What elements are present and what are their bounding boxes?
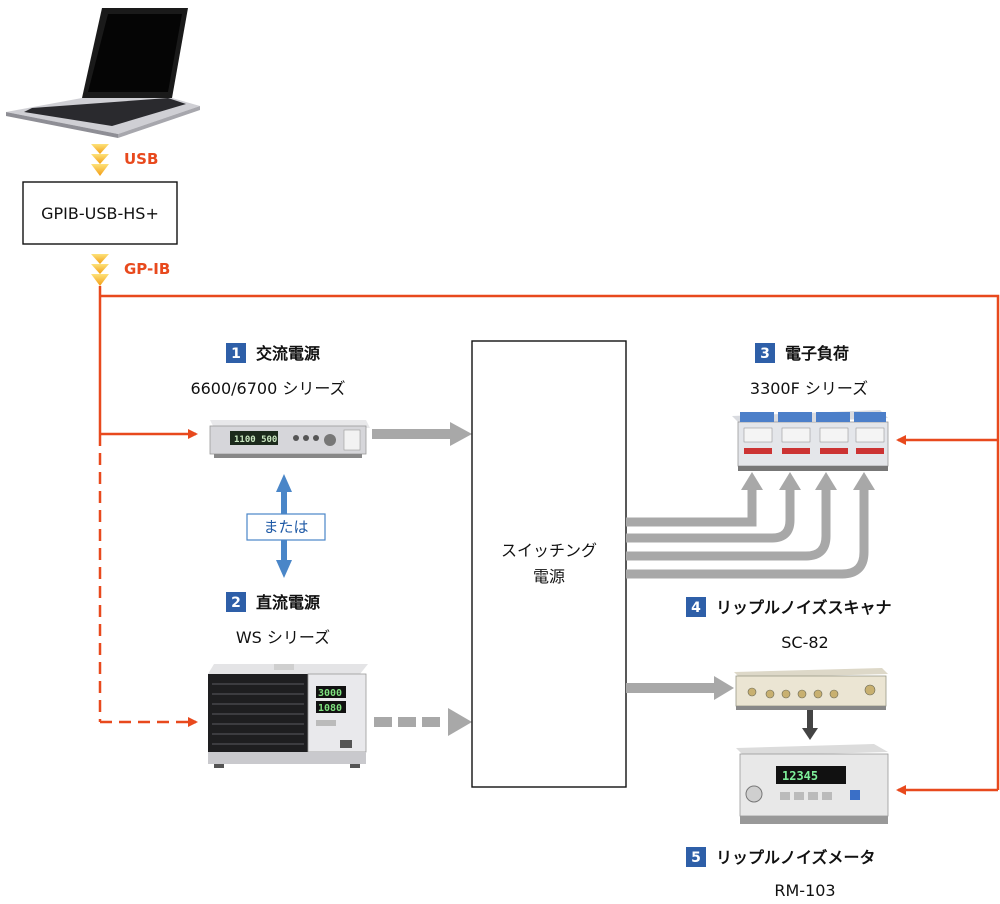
laptop-icon: [6, 8, 200, 138]
device-1-model: 6600/6700 シリーズ: [190, 379, 345, 398]
power-arrow-dc: [374, 708, 472, 736]
device-4-model: SC-82: [781, 633, 828, 652]
device-5-label: 5 リップルノイズメータ RM-103: [686, 847, 876, 900]
device-2-badge: [226, 592, 246, 612]
device-3-model: 3300F シリーズ: [750, 379, 868, 398]
svg-text:4: 4: [691, 600, 701, 616]
ripple-noise-meter-icon: 12345: [736, 744, 889, 824]
svg-text:1080: 1080: [318, 703, 342, 714]
electronic-load-icon: [732, 410, 889, 471]
device-1-label: 1 交流電源 6600/6700 シリーズ: [190, 343, 346, 398]
power-arrow-to-scanner: [626, 676, 734, 700]
device-4-name: リップルノイズスキャナ: [716, 598, 892, 617]
svg-text:1: 1: [231, 346, 241, 362]
gpib-label: GP-IB: [124, 260, 170, 278]
svg-text:3000: 3000: [318, 688, 342, 699]
usb-label: USB: [124, 150, 158, 168]
svg-text:1100 500: 1100 500: [234, 435, 277, 445]
device-2-name: 直流電源: [256, 593, 320, 612]
or-indicator: [246, 474, 326, 578]
switching-supply-line1: スイッチング: [501, 541, 597, 560]
usb-flow-arrow: [91, 144, 109, 176]
device-2-label: 2 直流電源 WS シリーズ: [226, 592, 330, 647]
svg-text:12345: 12345: [782, 769, 818, 783]
or-label: または: [263, 518, 308, 536]
device-4-label: 4 リップルノイズスキャナ SC-82: [686, 597, 892, 652]
device-1-name: 交流電源: [256, 344, 320, 363]
ac-power-supply-icon: 1100 500: [209, 420, 370, 458]
device-3-badge: [755, 343, 775, 363]
power-arrowheads-to-load: [741, 472, 875, 490]
device-4-badge: [686, 597, 706, 617]
gpib-usb-converter-box: [22, 181, 178, 245]
device-3-name: 電子負荷: [785, 344, 849, 363]
switching-supply-line2: 電源: [533, 567, 565, 586]
svg-text:3: 3: [760, 346, 770, 362]
gpib-bus: [98, 286, 1000, 795]
power-arrow-ac: [372, 422, 472, 446]
device-2-model: WS シリーズ: [236, 628, 330, 647]
device-1-badge: [226, 343, 246, 363]
svg-text:2: 2: [231, 595, 241, 611]
gpib-flow-arrow: [91, 254, 109, 286]
switching-power-supply-box: [471, 340, 627, 788]
scanner-to-meter-arrow: [802, 710, 818, 740]
ripple-noise-scanner-icon: [734, 668, 888, 710]
device-5-model: RM-103: [774, 881, 835, 900]
power-arrows-to-load: [626, 488, 869, 579]
dc-power-supply-icon: 3000 1080: [208, 664, 368, 768]
device-5-name: リップルノイズメータ: [716, 848, 876, 867]
device-3-label: 3 電子負荷 3300F シリーズ: [750, 343, 868, 398]
svg-text:5: 5: [691, 850, 701, 866]
converter-label: GPIB-USB-HS+: [41, 204, 159, 223]
device-5-badge: [686, 847, 706, 867]
